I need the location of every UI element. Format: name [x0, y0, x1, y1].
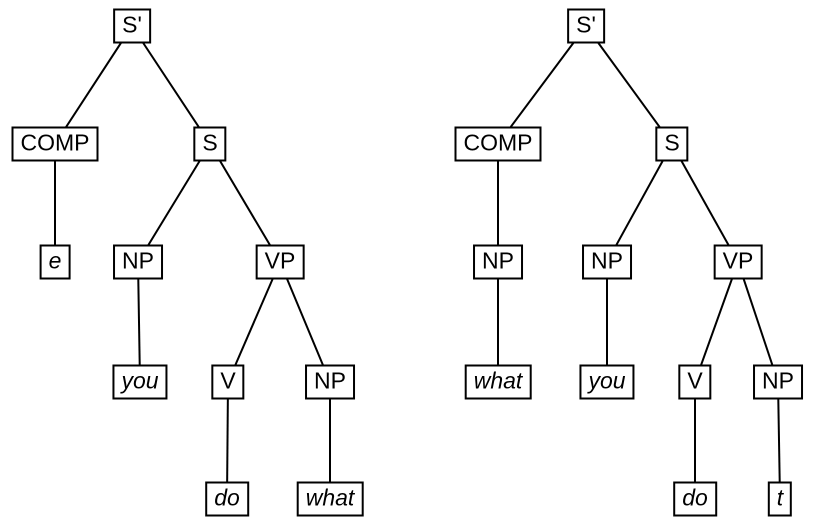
right-tree-edge-s-bar-s [585, 25, 673, 145]
left-tree-edge-v-do [226, 381, 229, 500]
left-tree-node-s-bar: S' [113, 8, 151, 44]
right-tree-node-t: t [767, 481, 793, 517]
left-tree-edge-s-bar-comp [54, 25, 133, 145]
right-tree-edge-vp-np-obj [737, 261, 779, 383]
right-tree-node-comp: COMP [454, 126, 542, 162]
left-tree-edge-s-vp [209, 143, 281, 263]
left-tree-node-what: what [296, 481, 364, 517]
right-tree-node-s-bar: S' [567, 8, 605, 44]
right-tree-node-s: S [655, 126, 689, 162]
right-tree-edge-s-vp [671, 143, 739, 263]
right-tree-node-np-subj: NP [582, 244, 632, 280]
right-tree-node-do: do [673, 481, 717, 517]
left-tree-node-e: e [39, 244, 71, 280]
left-tree-edge-vp-v [227, 261, 281, 383]
left-tree-edge-np-subj-you [137, 261, 141, 383]
right-tree-node-what: what [464, 364, 532, 400]
right-tree-node-np-comp: NP [473, 244, 523, 280]
right-tree-edge-s-bar-comp [497, 25, 587, 145]
left-tree-node-comp: COMP [11, 126, 99, 162]
right-tree-edge-s-np-subj [606, 143, 673, 263]
right-tree-node-v: V [678, 364, 712, 400]
right-tree-edge-np-obj-t [777, 381, 781, 500]
left-tree-node-s: S [193, 126, 227, 162]
left-tree-edge-s-np-subj [137, 143, 211, 263]
left-tree-node-you: you [112, 364, 168, 400]
right-tree-node-you: you [579, 364, 635, 400]
right-tree-node-vp: VP [713, 244, 763, 280]
left-tree-edge-s-bar-s [131, 25, 211, 145]
left-tree-edge-vp-np-obj [279, 261, 331, 383]
right-tree-node-np-obj: NP [753, 364, 803, 400]
left-tree-node-v: V [211, 364, 245, 400]
left-tree-node-np-obj: NP [305, 364, 355, 400]
left-tree-node-do: do [205, 481, 249, 517]
left-tree-node-np-subj: NP [113, 244, 163, 280]
right-tree-edge-vp-v [694, 261, 739, 383]
left-tree-node-vp: VP [255, 244, 305, 280]
